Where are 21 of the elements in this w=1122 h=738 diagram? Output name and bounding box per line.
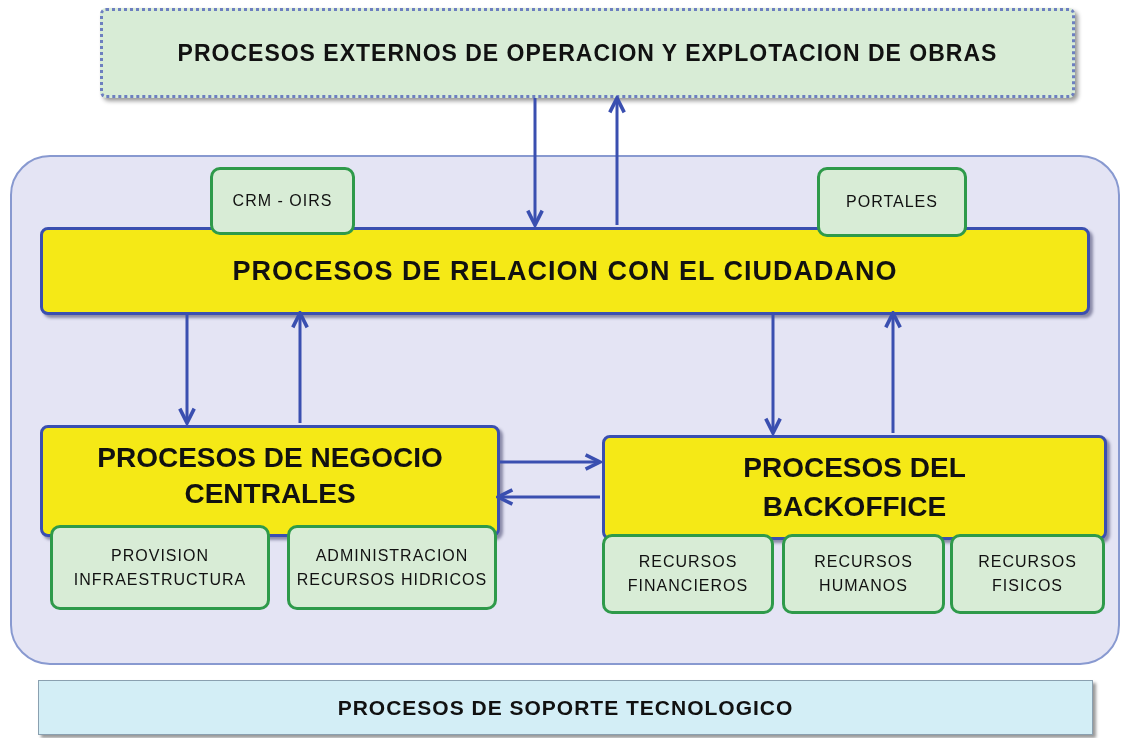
arrow [884,311,902,433]
process-box: PROCESOS DE NEGOCIO CENTRALES [40,425,500,537]
subprocess-box: CRM - OIRS [210,167,355,235]
subprocess-box: RECURSOS FISICOS [950,534,1105,614]
subprocess-box: PORTALES [817,167,967,237]
container-panel [10,155,1120,665]
process-box: PROCESOS DE SOPORTE TECNOLOGICO [38,680,1093,735]
process-box: PROCESOS EXTERNOS DE OPERACION Y EXPLOTACION DE OBRAS [100,8,1075,98]
arrow [498,453,602,471]
process-box: PROCESOS DE RELACION CON EL CIUDADANO [40,227,1090,315]
arrow [608,96,626,225]
subprocess-box: ADMINISTRACION RECURSOS HIDRICOS [287,525,497,610]
process-box: PROCESOS DEL BACKOFFICE [602,435,1107,540]
arrow [291,311,309,423]
subprocess-box: PROVISION INFRAESTRUCTURA [50,525,270,610]
subprocess-box: RECURSOS HUMANOS [782,534,945,614]
arrow [526,98,544,227]
arrow [178,313,196,425]
arrow [496,488,600,506]
arrow [764,313,782,435]
subprocess-box: RECURSOS FINANCIEROS [602,534,774,614]
